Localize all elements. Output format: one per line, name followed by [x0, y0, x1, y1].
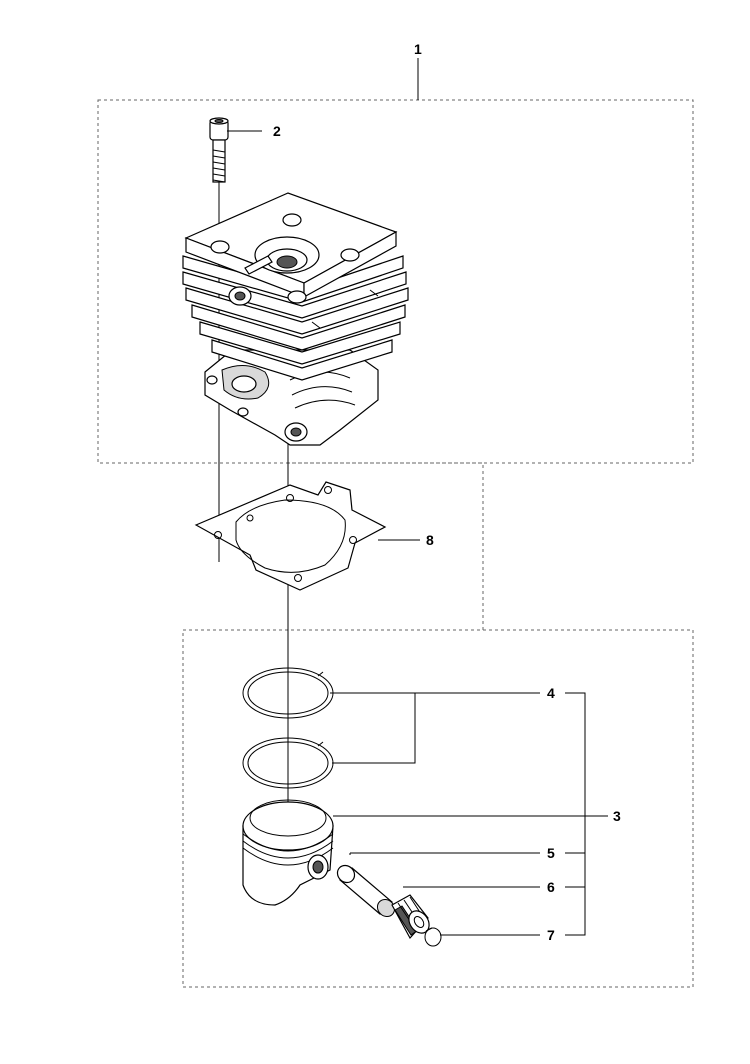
callout-6: 6 [547, 879, 555, 895]
callout-2: 2 [273, 123, 281, 139]
group-box-piston-assembly [182, 629, 694, 988]
callout-8: 8 [426, 532, 434, 548]
callout-1: 1 [414, 41, 422, 57]
screw[interactable] [209, 117, 229, 183]
group-box-gasket [287, 462, 484, 631]
callout-7: 7 [547, 927, 555, 943]
cylinder[interactable] [182, 192, 409, 446]
leader-lines [227, 58, 608, 936]
callout-5: 5 [547, 845, 555, 861]
needle-bearing[interactable] [391, 894, 433, 940]
gasket[interactable] [194, 481, 387, 591]
piston-pin[interactable] [334, 862, 398, 920]
piston[interactable] [242, 799, 334, 906]
callout-4: 4 [547, 685, 555, 701]
callout-3: 3 [613, 808, 621, 824]
circlip[interactable] [424, 927, 442, 947]
group-box-cylinder-assembly [97, 99, 694, 464]
